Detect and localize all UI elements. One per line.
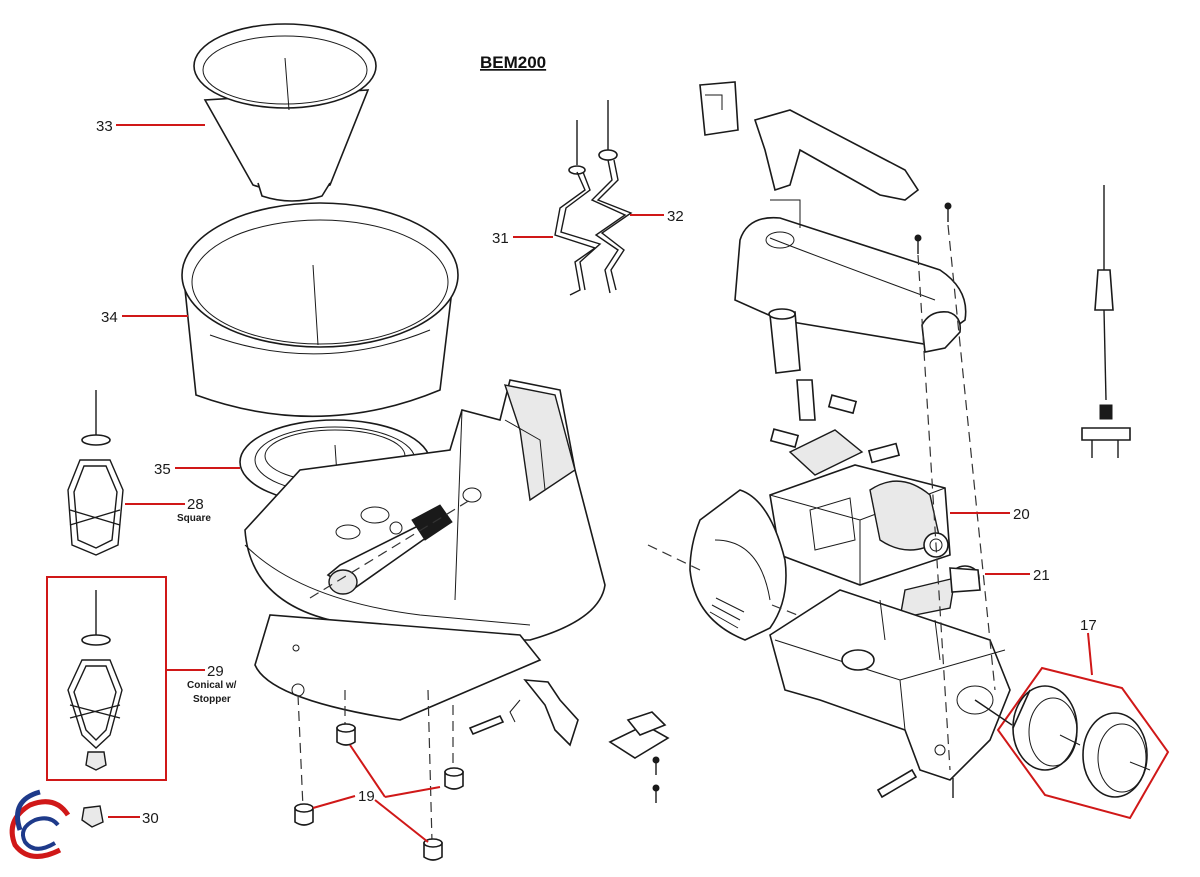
- callout-leaders: [108, 124, 1093, 843]
- diagram-title: BEM200: [480, 53, 546, 72]
- latch-plate: [608, 711, 670, 803]
- callout-29-note-line2: Stopper: [193, 694, 231, 705]
- part-29-conical-beater: [46, 576, 167, 781]
- callout-21: 21: [1033, 567, 1050, 584]
- callout-30: 30: [142, 810, 159, 827]
- callout-17: 17: [1080, 617, 1097, 634]
- lower-housing: [769, 224, 1011, 799]
- callout-29: 29: [207, 663, 224, 680]
- front-cover: [647, 489, 806, 641]
- callout-20: 20: [1013, 506, 1030, 523]
- part-19-feet: [294, 689, 464, 861]
- callout-29-note-line1: Conical w/: [187, 680, 237, 691]
- callout-31: 31: [492, 230, 509, 247]
- power-cord: [1081, 185, 1131, 458]
- part-31-32-dough-hooks: [554, 100, 633, 296]
- base-housing: [244, 379, 606, 641]
- part-28-square-beater: [67, 390, 124, 556]
- callout-35: 35: [154, 461, 171, 478]
- brand-logo: [9, 789, 71, 859]
- callout-labels: 33 34 35 31 32 28 Square 29 Conical w/ S…: [96, 118, 1097, 827]
- lever-and-pin: [468, 679, 579, 747]
- part-34-large-bowl: [181, 202, 459, 418]
- part-20-motor: [769, 464, 951, 586]
- callout-19: 19: [358, 788, 375, 805]
- part-17-knobs: [974, 666, 1170, 820]
- part-30-stopper: [81, 805, 104, 828]
- upper-arm-housing: [699, 81, 967, 374]
- callout-34: 34: [101, 309, 118, 326]
- part-21-switch: [899, 565, 981, 619]
- callout-28-note: Square: [177, 513, 211, 524]
- callout-28: 28: [187, 496, 204, 513]
- part-33-small-bowl: [193, 23, 377, 202]
- switch-assembly: [769, 379, 901, 476]
- callout-32: 32: [667, 208, 684, 225]
- callout-33: 33: [96, 118, 113, 135]
